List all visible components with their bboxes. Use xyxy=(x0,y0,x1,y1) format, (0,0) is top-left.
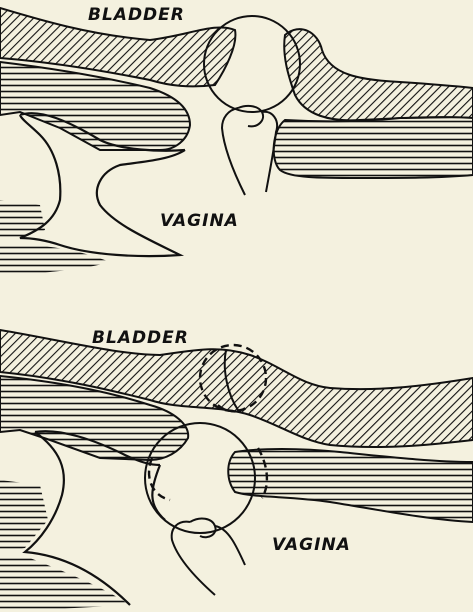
label-vagina-top: VAGINA xyxy=(160,211,239,231)
tissue-left-bottom-b xyxy=(0,556,130,612)
figure-top: BLADDER VAGINA xyxy=(0,5,473,276)
tissue-right xyxy=(274,117,473,178)
figure-bottom: BLADDER VAGINA xyxy=(0,328,473,612)
tissue-left-lower xyxy=(0,200,45,240)
tissue-left-bottom xyxy=(0,244,110,276)
label-bladder-bottom: BLADDER xyxy=(92,328,189,348)
tissue-right-b xyxy=(228,449,473,522)
bladder-wall-right xyxy=(284,29,473,120)
tissue-left-lower-b xyxy=(0,480,48,552)
suture-knot-top xyxy=(222,106,277,195)
label-vagina-bottom: VAGINA xyxy=(272,535,351,555)
label-bladder-top: BLADDER xyxy=(88,5,185,25)
